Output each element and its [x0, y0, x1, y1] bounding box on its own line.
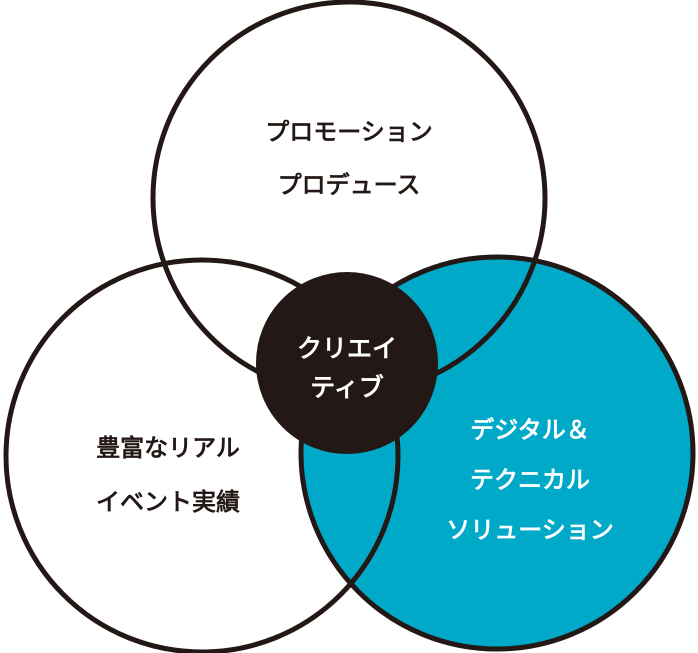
label-right-line-1: デジタル＆ [470, 416, 590, 444]
label-right-line-2: テクニカル [470, 466, 590, 494]
label-top-line-2: プロデュース [278, 171, 421, 199]
label-right-line-3: ソリューション [446, 516, 614, 544]
circle-left [3, 257, 401, 653]
label-left-line-1: 豊富なリアル [96, 434, 240, 462]
label-top-line-1: プロモーション [265, 118, 433, 146]
label-center-line-2: ティブ [310, 373, 384, 402]
circle-center [256, 272, 438, 454]
label-center-line-1: クリエイ [297, 334, 397, 363]
label-left-line-2: イベント実績 [96, 488, 240, 516]
